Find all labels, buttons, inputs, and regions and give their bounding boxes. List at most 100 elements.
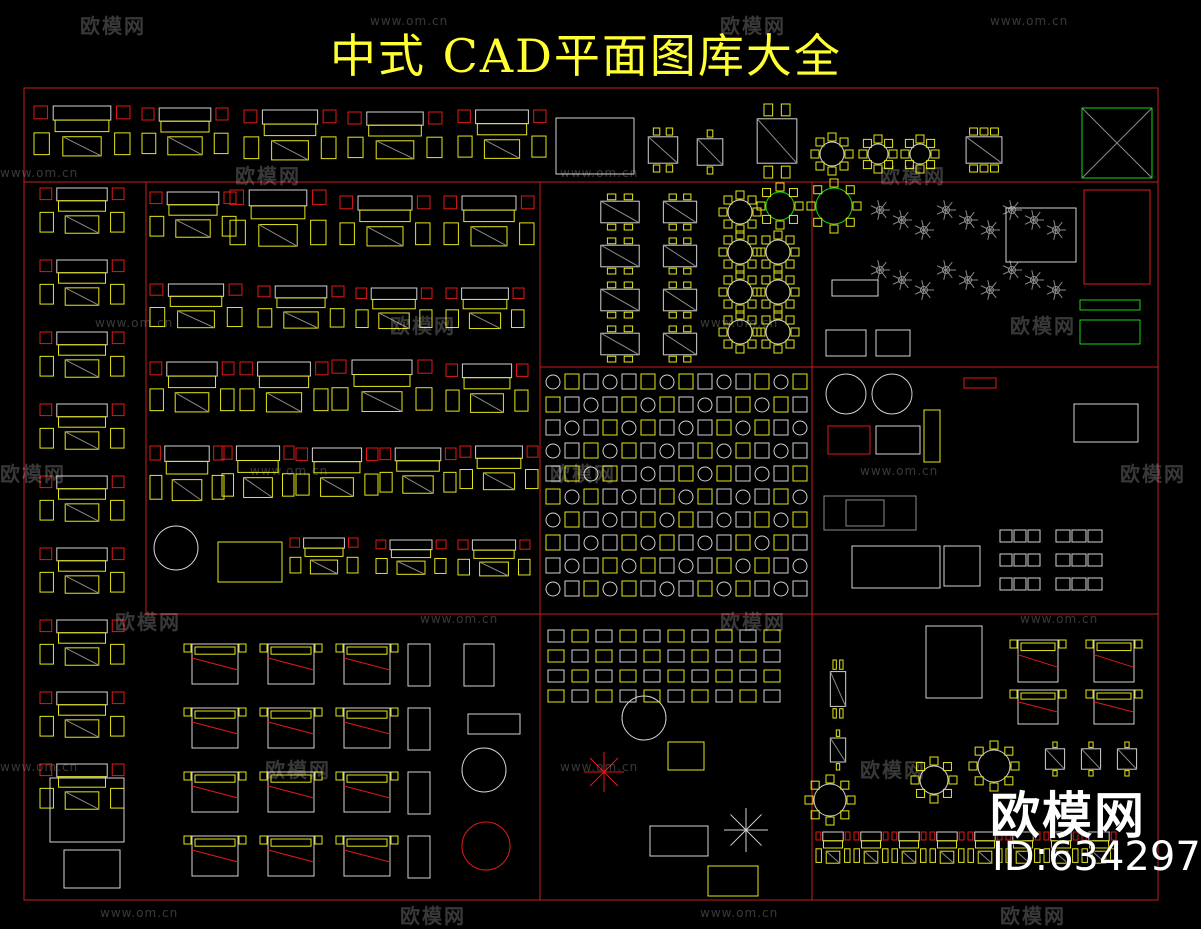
sofa-set-icon: [239, 361, 329, 413]
chair: [835, 729, 841, 737]
umbrella-rib: [603, 771, 619, 787]
chair-icon: [583, 397, 599, 413]
watermark-brand: 欧模网: [860, 758, 926, 782]
glass-hatch: [1053, 850, 1069, 864]
leaf: [921, 280, 925, 291]
side-table: [111, 259, 125, 273]
sofa-seat: [462, 298, 508, 310]
side-table: [445, 363, 458, 377]
sofa-set-icon: [39, 619, 125, 666]
nightstand: [1134, 689, 1143, 699]
coffee-table: [174, 392, 210, 413]
chair-icon: [659, 465, 675, 482]
sofa-set-icon: [289, 537, 359, 575]
leaf: [923, 281, 931, 291]
armchair: [1072, 848, 1079, 863]
table-top: [765, 279, 791, 305]
leaf: [1024, 215, 1035, 221]
sofa-seat: [898, 840, 920, 849]
chair-icon: [735, 534, 751, 551]
chair-icon: [735, 511, 751, 528]
table-top: [909, 143, 931, 165]
leaf: [980, 285, 991, 291]
chair: [804, 795, 814, 805]
side-table: [221, 445, 233, 460]
chair-icon: [715, 669, 733, 683]
chair-icon: [716, 465, 732, 482]
side-table: [444, 447, 457, 461]
chair: [747, 259, 757, 269]
model-id: ID:634297: [992, 834, 1201, 880]
chair: [756, 247, 766, 257]
chair-icon: [640, 580, 656, 597]
watermark-site: www.om.cn: [250, 464, 329, 478]
side-table: [882, 831, 889, 841]
coffee-table: [396, 560, 426, 575]
chair-icon: [602, 374, 618, 390]
chair-icon: [754, 397, 770, 413]
chair-icon: [792, 465, 808, 482]
table-top: [727, 199, 753, 225]
leaf: [921, 220, 925, 231]
side-table: [257, 285, 271, 298]
chair-icon: [735, 420, 751, 436]
pot: [942, 206, 950, 214]
side-table: [920, 831, 927, 841]
armchair: [346, 556, 359, 574]
chair: [788, 188, 798, 198]
bed-frame: [1017, 689, 1059, 725]
chair: [747, 235, 757, 245]
leaf: [1053, 280, 1057, 291]
side-table: [39, 259, 53, 273]
chair-icon: [547, 629, 565, 643]
armchair: [39, 283, 54, 305]
chair-icon: [716, 488, 732, 505]
chair: [668, 325, 677, 333]
leaf: [943, 200, 947, 211]
glass-hatch: [600, 288, 640, 312]
chair: [862, 138, 872, 148]
dining-table-icon: [662, 281, 698, 319]
pot: [986, 226, 994, 234]
sofa-seat: [57, 704, 107, 716]
armchair: [257, 308, 273, 328]
armchair: [211, 474, 225, 500]
side-table: [149, 361, 163, 376]
chair-icon: [602, 581, 618, 597]
coffee-table: [468, 312, 502, 330]
chair: [773, 304, 783, 314]
round-table-icon: [718, 230, 762, 274]
leaf: [1009, 209, 1013, 220]
glass-hatch: [901, 850, 917, 864]
chair-icon: [773, 374, 789, 390]
chair-icon: [595, 689, 613, 703]
chair: [825, 816, 835, 826]
armchair: [415, 387, 433, 411]
round-table-icon: [756, 230, 800, 274]
single-bed-icon: [407, 771, 431, 815]
armchair: [320, 136, 337, 160]
chair: [762, 214, 772, 224]
armchair: [221, 215, 237, 237]
chair: [623, 311, 634, 319]
pillow: [1096, 642, 1132, 652]
plant-icon: [892, 270, 912, 290]
pillow: [270, 774, 312, 783]
chair: [1088, 770, 1094, 777]
hedge: [1079, 319, 1141, 345]
bed-icon: [259, 771, 323, 813]
coffee-table: [483, 139, 521, 159]
chair: [845, 185, 855, 195]
armchair: [226, 307, 243, 328]
leaf: [936, 269, 947, 275]
chair-icon: [545, 534, 561, 551]
chair: [665, 127, 674, 136]
side-table: [39, 187, 53, 201]
sofa-set-icon: [815, 831, 851, 864]
chair-icon: [545, 512, 561, 528]
sofa-set-icon: [149, 361, 235, 413]
sofa-set-icon: [257, 285, 345, 329]
pillow: [1096, 692, 1132, 700]
leaf: [989, 289, 997, 299]
nightstand: [314, 835, 323, 845]
